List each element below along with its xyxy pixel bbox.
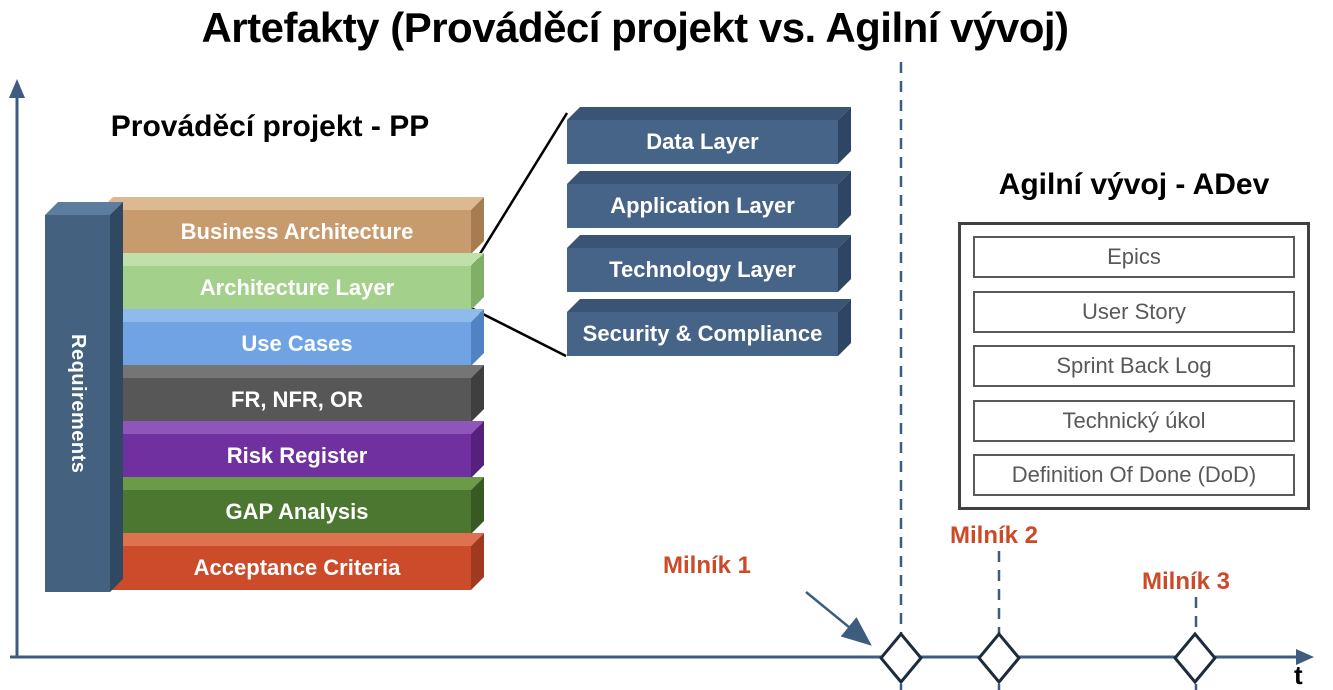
callout-box-application-layer: Application Layer: [567, 171, 851, 228]
agile-item-definition-of-done: Definition Of Done (DoD): [973, 454, 1295, 496]
pp-bar-business-architecture: Business Architecture: [100, 197, 484, 254]
bar-face: Business Architecture: [100, 210, 471, 254]
bar-top-bevel: [567, 107, 851, 120]
pillar-side-bevel: [110, 202, 123, 592]
bar-label: Use Cases: [241, 331, 353, 356]
bar-face: Technology Layer: [567, 248, 838, 292]
bar-label: Security & Compliance: [582, 321, 823, 346]
bar-label: Business Architecture: [180, 219, 414, 244]
bar-top-bevel: [567, 171, 851, 184]
bar-top-bevel: [100, 477, 484, 490]
bar-top-bevel: [100, 533, 484, 546]
bar-label: GAP Analysis: [225, 499, 369, 524]
pillar-face: Requirements: [45, 215, 110, 592]
bar-label: Technology Layer: [609, 257, 796, 282]
bar-top-bevel: [100, 365, 484, 378]
pp-bar-gap-analysis: GAP Analysis: [100, 477, 484, 534]
milestone3-diamond-icon: [1173, 631, 1217, 685]
y-axis-arrowhead-icon: [9, 79, 25, 98]
pp-bar-fr-nfr-or: FR, NFR, OR: [100, 365, 484, 422]
pp-bar-risk-register: Risk Register: [100, 421, 484, 478]
bar-face: Application Layer: [567, 184, 838, 228]
milestone1-diamond-icon: [879, 631, 923, 685]
bar-face: FR, NFR, OR: [100, 378, 471, 422]
agile-item-sprint-back-log: Sprint Back Log: [973, 345, 1295, 387]
milestone1-label: Milník 1: [663, 552, 752, 579]
bar-top-bevel: [100, 421, 484, 434]
bar-top-bevel: [567, 235, 851, 248]
bar-top-bevel: [100, 253, 484, 266]
bar-face: Use Cases: [100, 322, 471, 366]
bar-top-bevel: [100, 197, 484, 210]
bar-label: Application Layer: [610, 193, 795, 218]
requirements-pillar: Requirements: [45, 202, 123, 592]
agile-item-technicky-ukol: Technický úkol: [973, 399, 1295, 442]
bar-label: Risk Register: [226, 443, 368, 468]
callout-connector-top: [468, 112, 569, 271]
bar-label: Data Layer: [646, 129, 759, 154]
callout-box-technology-layer: Technology Layer: [567, 235, 851, 292]
bar-label: Acceptance Criteria: [193, 555, 401, 580]
milestone3-label: Milník 3: [1142, 568, 1231, 595]
callout-box-data-layer: Data Layer: [567, 107, 851, 164]
bar-face: Security & Compliance: [567, 312, 838, 356]
callout-box-security-compliance: Security & Compliance: [567, 299, 851, 356]
bar-face: Risk Register: [100, 434, 471, 478]
agile-item-user-story: User Story: [973, 290, 1295, 333]
agile-item-epics: Epics: [973, 236, 1295, 278]
milestone2-label: Milník 2: [950, 522, 1039, 549]
agile-artifacts-box: Epics User Story Sprint Back Log Technic…: [958, 222, 1310, 510]
milestone1-pointer-arrow: [805, 591, 872, 646]
bar-top-bevel: [100, 309, 484, 322]
callout-connector-bottom: [470, 306, 567, 358]
bar-label: Architecture Layer: [199, 275, 395, 300]
slide-title: Artefakty (Prováděcí projekt vs. Agilní …: [201, 4, 1069, 51]
pillar-label: Requirements: [67, 333, 89, 474]
bar-face: Data Layer: [567, 120, 838, 164]
time-axis-label: t: [1294, 660, 1303, 690]
bar-label: FR, NFR, OR: [231, 387, 363, 412]
milestone2-diamond-icon: [977, 631, 1021, 685]
bar-face: Architecture Layer: [100, 266, 471, 310]
bar-face: Acceptance Criteria: [100, 546, 471, 590]
pp-bar-acceptance-criteria: Acceptance Criteria: [100, 533, 484, 590]
pp-section-heading: Prováděcí projekt - PP: [110, 110, 430, 143]
pp-bar-use-cases: Use Cases: [100, 309, 484, 366]
bar-top-bevel: [567, 299, 851, 312]
bar-face: GAP Analysis: [100, 490, 471, 534]
pp-bar-architecture-layer: Architecture Layer: [100, 253, 484, 310]
adev-section-heading: Agilní vývoj - ADev: [998, 168, 1270, 201]
